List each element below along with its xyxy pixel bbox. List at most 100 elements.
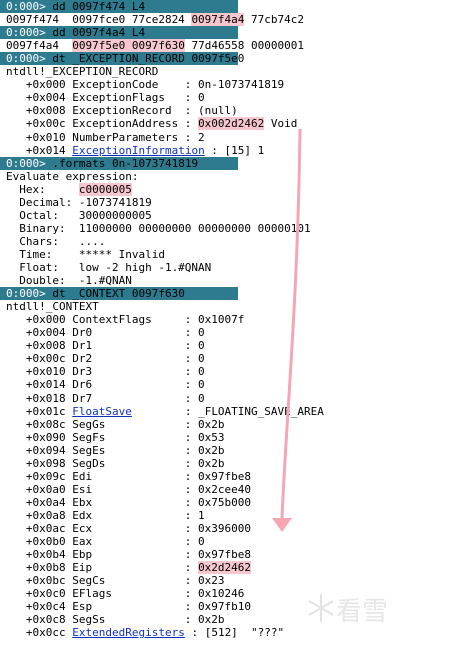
output-line: Double: -1.#QNAN: [6, 274, 132, 287]
output-line: 0097f474 0097fce0 77ce2824 0097f4a4 77cb…: [6, 13, 305, 27]
command-line: 0:000> dd 0097f474 L4: [6, 0, 145, 13]
command-text: dt _CONTEXT 0097f630: [45, 287, 185, 301]
output-line: +0x09c Edi : 0x97fbe8: [6, 470, 251, 483]
output-line: +0x008 ExceptionRecord : (null): [6, 104, 238, 117]
prompt-label: 0:000>: [6, 156, 46, 170]
output-text: Hex:: [6, 182, 79, 196]
output-line: Decimal: -1073741819: [6, 196, 151, 209]
output-line: +0x0b8 Eip : 0x2d2462: [6, 561, 252, 575]
output-line: Octal: 30000000005: [6, 208, 152, 222]
output-text: Void: [264, 117, 298, 131]
output-text: +0x0b4 Ebp : 0x97fbe8: [6, 548, 252, 562]
prompt-label: 0:000>: [6, 26, 46, 40]
output-line: +0x014 ExceptionInformation : [15] 1: [6, 144, 264, 157]
output-line: +0x0b4 Ebp : 0x97fbe8: [6, 548, 251, 561]
output-text: +0x000 ContextFlags : 0x1007f: [6, 313, 245, 327]
output-line: +0x010 NumberParameters : 2: [6, 131, 205, 144]
output-line: ntdll!_EXCEPTION_RECORD: [6, 65, 158, 78]
output-text: +0x0bc SegCs : 0x23: [6, 574, 225, 588]
output-text: : [512] "???": [184, 626, 285, 640]
output-text: 77cb74c2: [244, 13, 305, 27]
output-text: +0x090 SegFs : 0x53: [6, 430, 225, 444]
field-link[interactable]: ExceptionInformation: [72, 143, 205, 157]
output-line: Float: low -2 high -1.#QNAN: [6, 261, 211, 274]
output-line: +0x004 Dr0 : 0: [6, 326, 205, 339]
command-text: .formats 0n-1073741819: [45, 156, 199, 170]
highlighted-value: 0x002d2462: [198, 117, 265, 131]
output-text: +0x014: [6, 143, 73, 157]
output-text: +0x01c: [6, 404, 73, 418]
command-text: dd 0097f474 L4: [45, 0, 146, 13]
field-link[interactable]: ExtendedRegisters: [72, 626, 185, 640]
output-line: +0x08c SegGs : 0x2b: [6, 418, 225, 431]
output-line: +0x0c0 EFlags : 0x10246: [6, 587, 245, 600]
field-link[interactable]: FloatSave: [72, 404, 132, 418]
output-text: +0x008 ExceptionRecord : (null): [6, 104, 238, 118]
output-line: +0x0bc SegCs : 0x23: [6, 574, 225, 587]
output-text: +0x0b8 Eip :: [6, 561, 199, 575]
output-text: +0x010 Dr3 : 0: [6, 365, 205, 379]
output-text: +0x0b0 Eax : 0: [6, 535, 205, 549]
output-text: +0x0c4 Esp : 0x97fb10: [6, 600, 252, 614]
output-text: +0x0c8 SegSs : 0x2b: [6, 613, 225, 627]
output-text: +0x004 ExceptionFlags : 0: [6, 91, 205, 105]
output-text: +0x08c SegGs : 0x2b: [6, 417, 225, 431]
output-text: 77d46558 00000001: [184, 39, 305, 53]
output-line: +0x004 ExceptionFlags : 0: [6, 91, 205, 104]
snowflake-icon: [308, 594, 334, 622]
highlighted-value: 0097f4a4: [191, 13, 245, 27]
output-line: +0x090 SegFs : 0x53: [6, 431, 225, 444]
command-line: 0:000> dt _EXCEPTION_RECORD 0097f5e0: [6, 52, 244, 65]
output-text: +0x0a0 Esi : 0x2cee40: [6, 482, 252, 496]
output-text: : _FLOATING_SAVE_AREA: [131, 404, 324, 418]
output-line: +0x018 Dr7 : 0: [6, 392, 205, 405]
output-text: +0x008 Dr1 : 0: [6, 339, 205, 353]
output-text: +0x09c Edi : 0x97fbe8: [6, 469, 252, 483]
output-line: 0097f4a4 0097f5e0 0097f630 77d46558 0000…: [6, 39, 305, 53]
output-line: Time: ***** Invalid: [6, 248, 165, 261]
output-text: +0x098 SegDs : 0x2b: [6, 456, 225, 470]
command-header-bar: [0, 287, 238, 301]
output-line: +0x0b0 Eax : 0: [6, 535, 205, 548]
output-text: Octal: 30000000005: [6, 208, 152, 222]
output-text: ntdll!_CONTEXT: [6, 300, 99, 314]
command-text: dd 0097f4a4 L4: [45, 26, 146, 40]
prompt-label: 0:000>: [6, 287, 46, 301]
highlighted-value: 0x2d2462: [198, 561, 252, 575]
output-line: +0x00c ExceptionAddress : 0x002d2462 Voi…: [6, 117, 298, 131]
watermark-text: 看雪: [336, 597, 389, 627]
output-line: +0x0ac Ecx : 0x396000: [6, 522, 251, 535]
output-text: +0x0a8 Edx : 1: [6, 508, 205, 522]
command-header-bar: [0, 156, 238, 170]
command-text: dt _EXCEPTION_RECORD 0097f5e0: [45, 52, 245, 66]
output-text: +0x014 Dr6 : 0: [6, 378, 205, 392]
output-text: Chars: ....: [6, 234, 106, 248]
output-line: +0x0c4 Esp : 0x97fb10: [6, 600, 251, 613]
output-text: +0x010 NumberParameters : 2: [6, 130, 205, 144]
output-line: +0x094 SegEs : 0x2b: [6, 444, 225, 457]
output-text: Binary: 11000000 00000000 00000000 00000…: [6, 221, 311, 235]
output-line: +0x098 SegDs : 0x2b: [6, 457, 225, 470]
output-text: Double: -1.#QNAN: [6, 274, 132, 288]
output-text: +0x0a4 Ebx : 0x75b000: [6, 495, 252, 509]
output-text: +0x00c ExceptionAddress :: [6, 117, 199, 131]
output-line: +0x0c8 SegSs : 0x2b: [6, 613, 225, 626]
output-line: +0x000 ExceptionCode : 0n-1073741819: [6, 78, 284, 91]
output-text: +0x0ac Ecx : 0x396000: [6, 522, 252, 535]
command-line: 0:000> dd 0097f4a4 L4: [6, 26, 145, 39]
command-header-bar: [0, 0, 238, 13]
command-line: 0:000> .formats 0n-1073741819: [6, 157, 198, 170]
output-line: Binary: 11000000 00000000 00000000 00000…: [6, 221, 311, 235]
output-line: ntdll!_CONTEXT: [6, 300, 99, 313]
output-line: Chars: ....: [6, 235, 105, 248]
output-line: +0x0cc ExtendedRegisters : [512] "???": [6, 626, 284, 639]
prompt-label: 0:000>: [6, 0, 46, 13]
command-line: 0:000> dt _CONTEXT 0097f630: [6, 287, 185, 300]
highlighted-value: 0097f5e0 0097f630: [72, 39, 185, 53]
output-text: Time: ***** Invalid: [6, 247, 165, 261]
output-text: Float: low -2 high -1.#QNAN: [6, 261, 212, 274]
output-line: +0x000 ContextFlags : 0x1007f: [6, 313, 245, 327]
output-text: Evaluate expression:: [6, 169, 139, 183]
output-text: +0x094 SegEs : 0x2b: [6, 443, 225, 457]
